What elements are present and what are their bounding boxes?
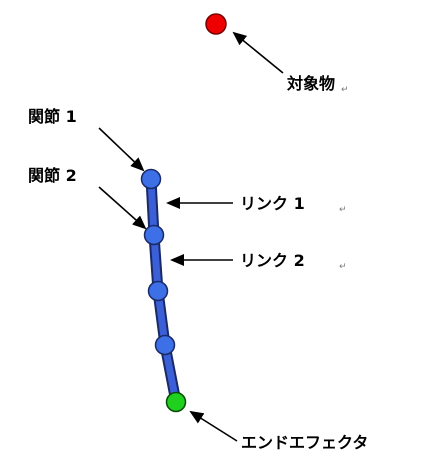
link-1-label: リンク 1 bbox=[240, 194, 305, 213]
end-effector-label: エンドエフェクタ bbox=[241, 433, 368, 452]
joint-2 bbox=[143, 224, 165, 246]
paragraph-mark: ↵ bbox=[341, 85, 349, 95]
paragraph-mark: ↵ bbox=[339, 205, 347, 215]
target-label: 対象物 bbox=[286, 74, 335, 93]
joint-4 bbox=[154, 334, 176, 356]
target-object bbox=[205, 13, 227, 35]
joint-3 bbox=[147, 280, 169, 302]
joint-1-label: 関節 1 bbox=[28, 107, 77, 126]
link-2-label: リンク 2 bbox=[240, 251, 305, 270]
joint-1-arrow bbox=[98, 127, 145, 172]
end-effector-arrow bbox=[189, 410, 238, 442]
paragraph-mark: ↵ bbox=[339, 262, 347, 272]
joint-2-arrow bbox=[98, 186, 147, 230]
end-effector bbox=[165, 391, 187, 413]
joint-2-label: 関節 2 bbox=[28, 166, 77, 185]
joint-1 bbox=[140, 168, 162, 190]
target-arrow bbox=[232, 31, 284, 74]
